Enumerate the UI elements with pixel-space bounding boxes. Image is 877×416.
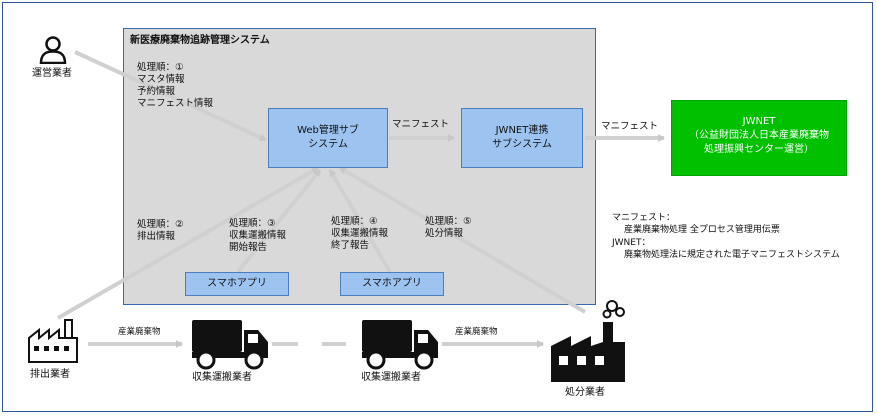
glossary-jwnet-desc: 廃棄物処理法に規定された電子マニフェストシステム — [624, 250, 840, 260]
smartphone-app-box-2: スマホアプリ — [340, 272, 444, 296]
truck-icon — [192, 320, 268, 370]
step1-label: 処理順：① マスタ情報 予約情報 マニフェスト情報 — [137, 62, 214, 109]
arrow-operator-to-web — [74, 50, 267, 142]
glossary-manifest-desc: 産業廃棄物処理 全プロセス管理用伝票 — [624, 225, 780, 235]
manifest-label-1: マニフェスト — [392, 119, 450, 130]
arrow-emitter-to-web — [57, 166, 319, 320]
truck-icon — [362, 320, 438, 370]
disposal-plant-icon — [551, 300, 625, 382]
person-icon — [39, 36, 67, 64]
jwnet-subsystem-box: JWNET連携 サブシステム — [461, 108, 583, 168]
emitter-label: 排出業者 — [30, 369, 70, 380]
manifest-label-2: マニフェスト — [601, 121, 659, 132]
arrow-disposer-to-web — [338, 166, 587, 314]
step5-label: 処理順：⑤ 処分情報 — [425, 216, 472, 239]
arrow-app2-to-web — [328, 168, 392, 274]
smartphone-app-box-1: スマホアプリ — [185, 272, 289, 296]
waste-label-2: 産業廃棄物 — [455, 327, 498, 337]
collector-label-1: 収集運搬業者 — [192, 372, 252, 383]
system-title: 新医療廃棄物追跡管理システム — [130, 35, 270, 46]
glossary-manifest-term: マニフェスト： — [612, 213, 676, 223]
jwnet-external-box: JWNET （公益財団法人日本産業廃棄物 処理振興センター運営） — [671, 100, 847, 176]
diagram-frame — [2, 2, 873, 412]
web-subsystem-box: Web管理サブ システム — [268, 108, 388, 168]
step2-label: 処理順：② 排出情報 — [137, 219, 184, 242]
step3-label: 処理順：③ 収集運搬情報 開始報告 — [229, 218, 287, 253]
arrow-app1-to-web — [236, 168, 322, 274]
waste-label-1: 産業廃棄物 — [118, 327, 161, 337]
step4-label: 処理順：④ 収集運搬情報 終了報告 — [331, 216, 389, 251]
operator-label: 運営業者 — [32, 68, 72, 79]
collector-label-2: 収集運搬業者 — [361, 372, 421, 383]
factory-icon — [28, 319, 78, 363]
disposer-label: 処分業者 — [565, 387, 605, 398]
glossary-jwnet-term: JWNET： — [612, 238, 651, 248]
